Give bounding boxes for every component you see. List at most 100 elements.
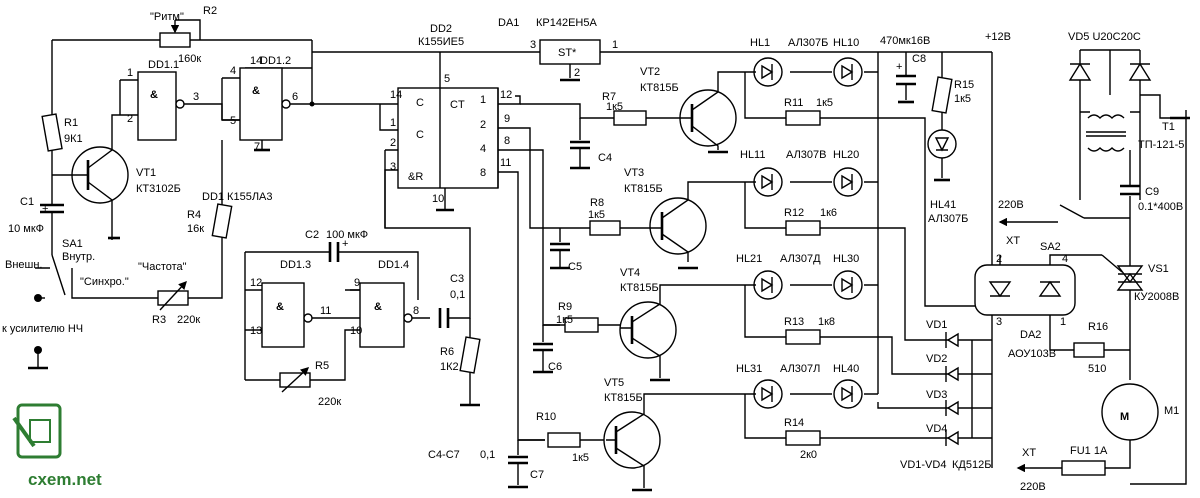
svg-text:4: 4 [1062,253,1068,265]
vt1-value: КТ3102Б [136,183,181,195]
vt5-stage: C7 R10 1к5 VT5 КТ815Б С4-С7 0,1 [428,377,745,492]
r15-value: 1к5 [954,93,971,105]
svg-text:&: & [150,89,158,101]
r7-label: R7 [602,91,616,103]
sinhro-label: "Синхро." [80,276,129,288]
svg-text:8: 8 [504,135,510,147]
c-input-label: C [416,97,424,109]
r9-value: 1к5 [556,314,573,326]
ritm-label: "Ритм" [150,11,184,23]
st-label: ST* [558,47,577,59]
vd3-label: VD3 [926,389,947,401]
vd2-label: VD2 [926,353,947,365]
r3-label: R3 [152,314,166,326]
sa2-label: SA2 [1040,241,1061,253]
c1-value: 10 мкФ [8,223,44,235]
v220-top-label: 220В [998,199,1024,211]
r1-label: R1 [64,117,78,129]
c7-label: C7 [530,469,544,481]
r10-value: 1к5 [572,452,589,464]
hl31-label: HL31 [736,363,762,375]
r4-value: 16к [187,223,204,235]
dd2-label: DD2 [430,23,452,35]
svg-text:&: & [276,301,284,313]
svg-text:+: + [896,61,902,73]
hl11-label: HL11 [740,149,765,161]
svg-text:3: 3 [530,39,536,51]
vt5-label: VT5 [604,377,624,389]
svg-text:1: 1 [612,39,618,51]
r11-label: R11 [784,97,803,109]
vd4-label: VD4 [926,423,947,435]
c4-c7-value: 0,1 [480,449,495,461]
r4-resistor: R4 16к [187,203,233,239]
hl31-type: АЛ307Л [780,363,820,375]
cxem-logo: cxem.net [12,403,102,489]
svg-text:2: 2 [996,253,1002,265]
led-row-2: HL11 АЛ307В HL20 R12 1к6 [740,149,945,341]
svg-text:9: 9 [504,113,510,125]
vnutr-label: Внутр. [62,251,95,263]
hl11-type: АЛ307В [786,149,827,161]
da1-label: DA1 [498,17,519,29]
dd14-label: DD1.4 [378,259,409,271]
svg-text:10: 10 [432,193,444,205]
svg-text:3: 3 [996,316,1002,328]
hl40-label: HL40 [833,363,859,375]
dd11-label: DD1.1 [148,59,179,71]
chastota-label: "Частота" [138,261,187,273]
svg-text:12: 12 [250,277,262,289]
hl21-label: HL21 [736,253,762,265]
mains-section: VD5 U20C20C T1 ТП-121-5 C9 0.1*400В SA2 … [998,31,1190,493]
svg-text:8: 8 [413,305,419,317]
svg-text:3: 3 [193,91,199,103]
r8-value: 1к5 [588,209,605,221]
k-usil-label: к усилителю НЧ [2,323,83,335]
svg-text:11: 11 [320,305,331,317]
vt3-label: VT3 [624,167,644,179]
hl21-type: АЛ307Д [780,253,821,265]
r3-value: 220к [177,314,200,326]
svg-text:9: 9 [354,277,360,289]
vt3-value: КТ815Б [624,183,663,195]
svg-text:10: 10 [350,325,362,337]
r14-label: R14 [784,417,804,429]
hl20-label: HL20 [833,149,859,161]
vt3-stage: C5 R8 1к5 VT3 КТ815Б [550,167,745,273]
led-row-3: HL21 АЛ307Д HL30 R13 1к8 [736,253,945,375]
c2-label: C2 [305,229,319,241]
c4-label: C4 [598,152,612,164]
svg-text:14: 14 [390,89,402,101]
svg-text:2: 2 [127,113,133,125]
vd1-vd4-value: КД512Б [952,459,991,471]
r4-label: R4 [187,209,201,221]
svg-text:+: + [342,238,348,250]
da2-value: АОУ103В [1008,348,1056,360]
xt-label-bottom: XT [1022,447,1036,459]
dd13-label: DD1.3 [280,259,311,271]
hl30-label: HL30 [833,253,859,265]
svg-text:11: 11 [500,157,511,169]
r12-label: R12 [784,207,804,219]
vneshn-label: Внешн. [5,259,43,271]
vd5-label: VD5 U20C20C [1068,31,1141,43]
c5-label: C5 [568,261,582,273]
vs1-value: КУ2008В [1134,291,1179,303]
r8-label: R8 [590,197,604,209]
svg-text:13: 13 [250,325,262,337]
vt4-stage: C6 R9 1к5 VT4 КТ815Б [533,267,745,382]
r10-label: R10 [536,411,556,423]
svg-text:1: 1 [480,94,486,106]
c2-value: 100 мкФ [326,229,368,241]
vt1-label: VT1 [136,167,156,179]
r11-value: 1к5 [816,97,833,109]
svg-text:2: 2 [574,67,580,79]
c3-label: C3 [450,273,464,285]
r6-label: R6 [440,346,454,358]
da1-value: КР142ЕН5А [536,17,597,29]
svg-text:+: + [42,203,48,215]
vd1-vd4-label: VD1-VD4 [900,459,946,471]
vd1-label: VD1 [926,319,947,331]
svg-text:1: 1 [127,67,133,79]
